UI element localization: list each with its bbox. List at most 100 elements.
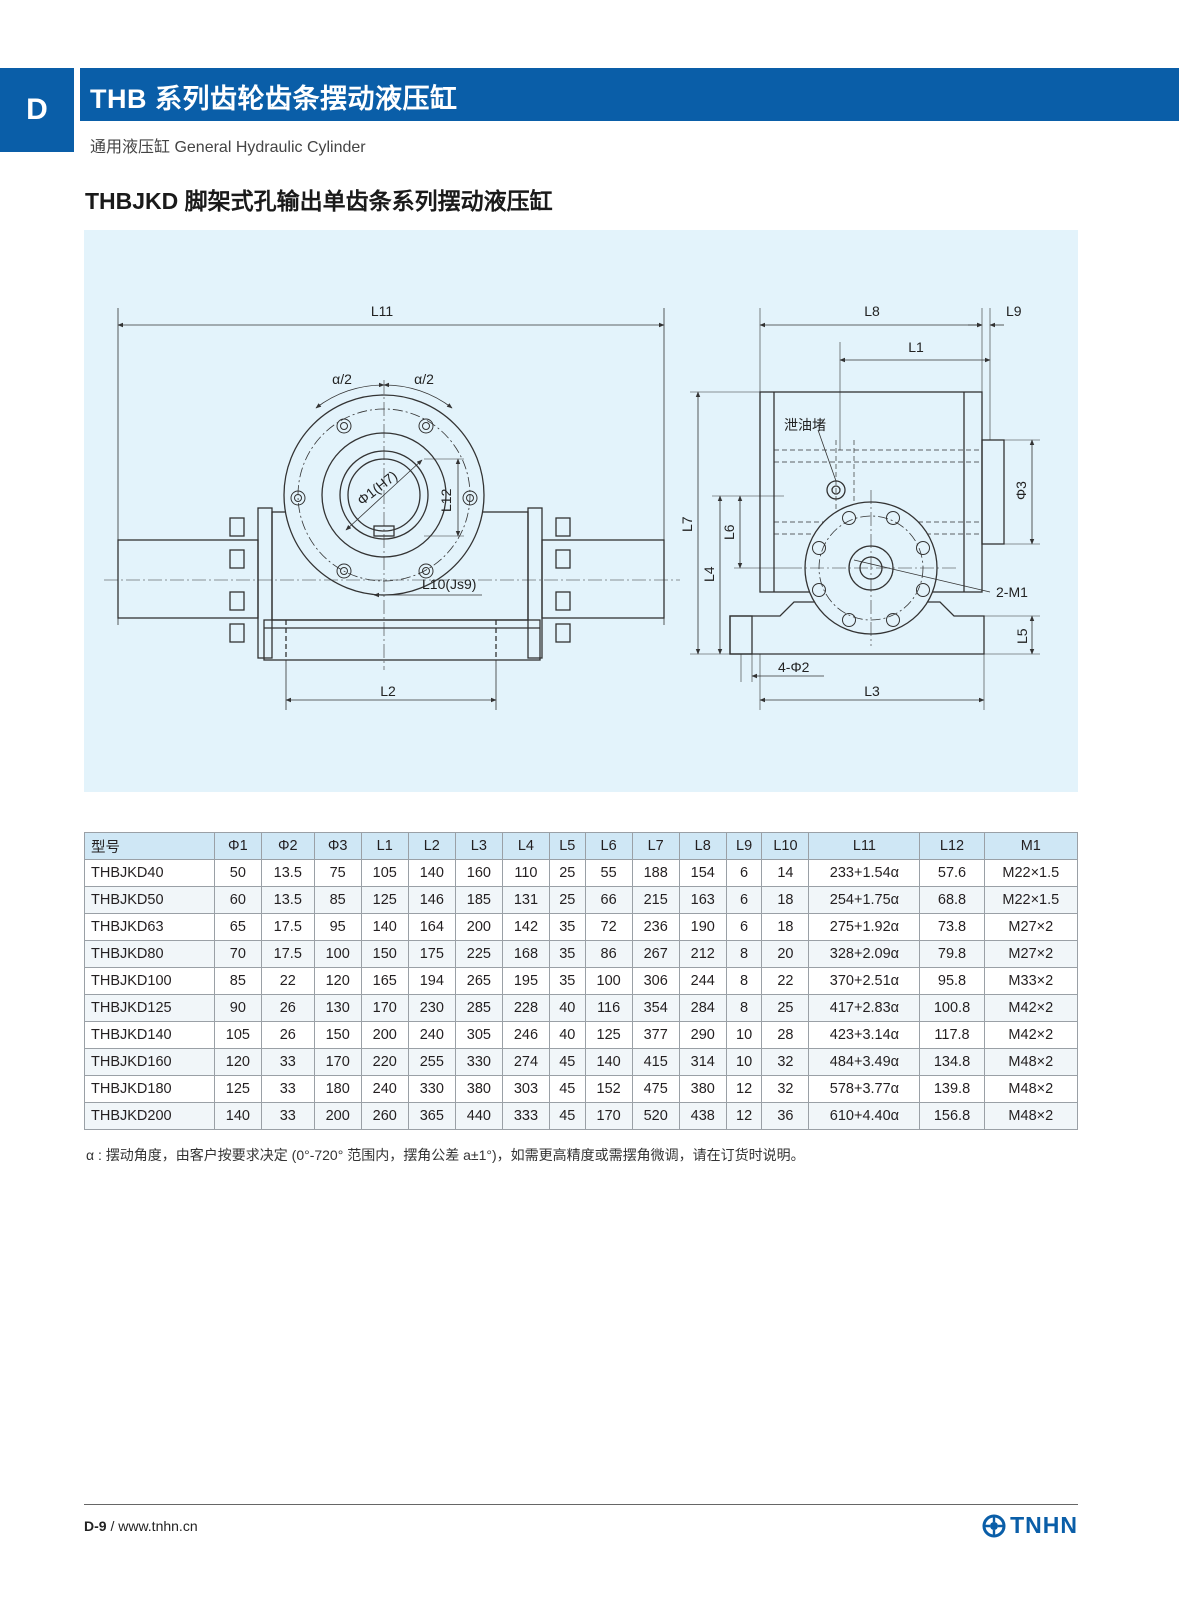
model-cell: THBJKD200 [84,1102,215,1130]
value-cell: 28 [761,1021,810,1049]
value-cell: 18 [761,913,810,941]
value-cell: 134.8 [919,1048,985,1076]
value-cell: 212 [678,940,727,968]
value-cell: 146 [407,886,456,914]
col-header: L7 [631,832,680,860]
value-cell: 195 [501,967,550,995]
footer-url[interactable]: www.tnhn.cn [118,1518,198,1534]
value-cell: 35 [548,940,586,968]
label-drain-plug: 泄油堵 [784,417,826,433]
value-cell: 45 [548,1048,586,1076]
value-cell: 68.8 [919,886,985,914]
value-cell: 10 [725,1048,763,1076]
value-cell: 333 [501,1102,550,1130]
label-L11: L11 [371,303,394,319]
value-cell: 328+2.09α [808,940,921,968]
label-L7: L7 [679,516,695,532]
value-cell: 125 [584,1021,633,1049]
value-cell: 100 [584,967,633,995]
value-cell: 220 [360,1048,409,1076]
value-cell: 20 [761,940,810,968]
value-cell: 40 [548,994,586,1022]
value-cell: 284 [678,994,727,1022]
col-header: L8 [678,832,727,860]
value-cell: 95.8 [919,967,985,995]
spec-table: 型号 Φ1 Φ2 Φ3 L1 L2 L3 L4 L5 L6 L7 L8 L9 L… [84,832,1079,1130]
value-cell: 65 [213,913,262,941]
value-cell: 6 [725,913,763,941]
value-cell: 303 [501,1075,550,1103]
value-cell: 125 [360,886,409,914]
value-cell: 6 [725,859,763,887]
label-L4: L4 [701,566,717,582]
value-cell: 610+4.40α [808,1102,921,1130]
gear-logo-icon [982,1514,1006,1537]
col-header: Φ1 [213,832,262,860]
value-cell: 290 [678,1021,727,1049]
label-L1: L1 [908,339,924,355]
value-cell: 225 [454,940,503,968]
value-cell: 26 [260,1021,315,1049]
footer-divider [84,1504,1078,1505]
technical-drawing: L11 α/2 α/2 Φ1(H7) L12 L10(Js9) L2 L8 L9… [84,230,1078,792]
model-cell: THBJKD80 [84,940,215,968]
value-cell: 57.6 [919,859,985,887]
label-phi3: Φ3 [1013,481,1029,500]
value-cell: 330 [454,1048,503,1076]
value-cell: 13.5 [260,859,315,887]
value-cell: M22×1.5 [983,859,1079,887]
value-cell: M27×2 [983,940,1079,968]
value-cell: 140 [407,859,456,887]
col-header: L6 [584,832,633,860]
value-cell: 116 [584,994,633,1022]
value-cell: 10 [725,1021,763,1049]
value-cell: 240 [407,1021,456,1049]
value-cell: 32 [761,1048,810,1076]
value-cell: 194 [407,967,456,995]
value-cell: 188 [631,859,680,887]
value-cell: 190 [678,913,727,941]
value-cell: 170 [584,1102,633,1130]
value-cell: 415 [631,1048,680,1076]
value-cell: 100 [313,940,362,968]
value-cell: 152 [584,1075,633,1103]
value-cell: M42×2 [983,1021,1079,1049]
col-header: Φ3 [313,832,362,860]
value-cell: 438 [678,1102,727,1130]
value-cell: 578+3.77α [808,1075,921,1103]
header-subtitle: 通用液压缸 General Hydraulic Cylinder [90,139,366,156]
value-cell: 160 [454,859,503,887]
col-header: L9 [725,832,763,860]
value-cell: 14 [761,859,810,887]
col-header: L1 [360,832,409,860]
value-cell: 246 [501,1021,550,1049]
header-title: THB 系列齿轮齿条摆动液压缸 [90,84,458,114]
value-cell: 12 [725,1075,763,1103]
value-cell: 330 [407,1075,456,1103]
model-cell: THBJKD100 [84,967,215,995]
value-cell: 267 [631,940,680,968]
value-cell: 306 [631,967,680,995]
value-cell: 45 [548,1075,586,1103]
value-cell: 265 [454,967,503,995]
footnote: α : 摆动角度，由客户按要求决定 (0°-720° 范围内，摆角公差 a±1°… [86,1147,805,1163]
value-cell: 164 [407,913,456,941]
footer-left: D-9 / www.tnhn.cn [84,1518,198,1534]
value-cell: 354 [631,994,680,1022]
value-cell: 156.8 [919,1102,985,1130]
value-cell: 185 [454,886,503,914]
value-cell: 95 [313,913,362,941]
value-cell: M27×2 [983,913,1079,941]
value-cell: 6 [725,886,763,914]
front-foot [263,619,541,661]
value-cell: 117.8 [919,1021,985,1049]
value-cell: 86 [584,940,633,968]
value-cell: 150 [313,1021,362,1049]
value-cell: 8 [725,940,763,968]
label-L9: L9 [1006,303,1022,319]
value-cell: 240 [360,1075,409,1103]
col-header: Φ2 [260,832,315,860]
value-cell: M22×1.5 [983,886,1079,914]
